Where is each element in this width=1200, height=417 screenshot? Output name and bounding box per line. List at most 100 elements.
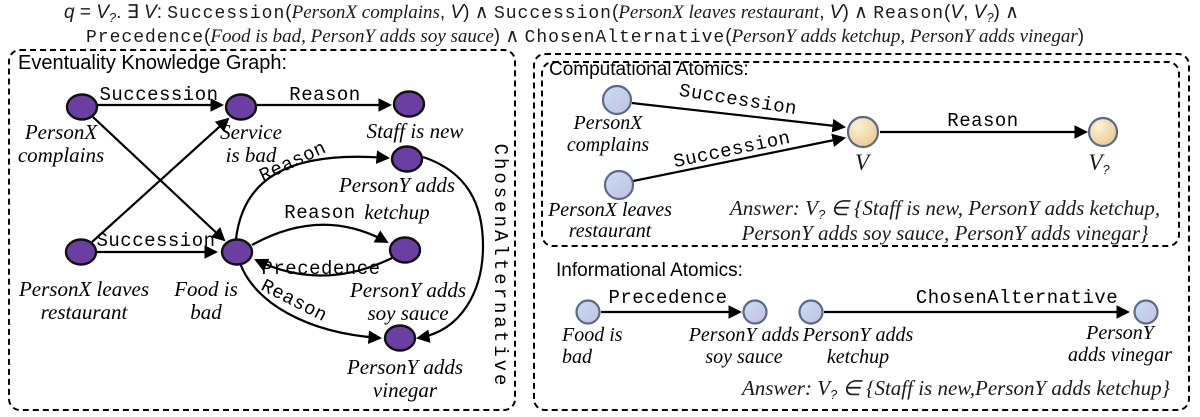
label-line: vinegar [372, 378, 438, 402]
edge-label-reason-top: Reason [289, 84, 361, 106]
informational-answer: Answer: V? ∈ {Staff is new,PersonY adds … [742, 377, 1170, 402]
ekg-title: Eventuality Knowledge Graph: [18, 52, 288, 74]
label-line: PersonY adds [338, 173, 456, 197]
label-line: PersonY [1086, 322, 1154, 344]
query-formula-line1: q = V?. ∃ V: Succession(PersonX complain… [64, 1, 1084, 25]
formula-rel-succession-2: Succession [493, 4, 612, 24]
formula-paren4: ( [204, 26, 211, 47]
formula-wedge-2: ) ∧ [842, 2, 874, 23]
formula-comma2: , [819, 2, 830, 23]
query-formula: q = V?. ∃ V: Succession(PersonX complain… [64, 1, 1084, 48]
formula-v2: V [144, 2, 157, 23]
query-formula-line2: Precedence(Food is bad, PersonY adds soy… [86, 25, 1084, 48]
label-line: PersonX [573, 112, 643, 134]
formula-v-sub: ? [108, 10, 117, 25]
formula-rel-reason: Reason [873, 4, 945, 24]
label-line: PersonY adds [346, 355, 464, 379]
label-line: PersonX leaves [18, 277, 150, 301]
ekg-panel [8, 49, 516, 411]
formula-event-leaves: PersonX leaves restaurant [618, 2, 820, 23]
formula-wedge-3: ) ∧ [993, 2, 1020, 23]
answer-prefix: Answer: V [741, 376, 831, 400]
answer-rest: ∈ {Staff is new, PersonY adds ketchup, [825, 196, 1161, 220]
edge-label-info-chosen: ChosenAlternative [915, 287, 1119, 309]
label-line: soy sauce [367, 301, 449, 325]
formula-paren5: ( [725, 26, 732, 47]
formula-rel-chosenalternative: ChosenAlternative [524, 28, 726, 48]
label-line: restaurant [40, 300, 128, 324]
formula-v6: V [973, 2, 987, 23]
formula-paren: ( [285, 2, 292, 23]
label-line: Food is [562, 324, 623, 346]
label-staff-is-new: Staff is new [366, 119, 464, 143]
label-persony-adds-ketchup: PersonY adds ketchup [339, 172, 455, 226]
formula-q: q [64, 2, 75, 23]
formula-exists: . ∃ [116, 2, 144, 23]
label-line: ketchup [826, 346, 890, 368]
formula-wedge-4: ) ∧ [493, 26, 525, 47]
label-line: restaurant [568, 220, 652, 242]
formula-v5: V [950, 2, 964, 23]
label-v-sub: ? [1102, 162, 1110, 177]
edge-label-info-precedence: Precedence [608, 287, 728, 309]
formula-wedge-1: ) ∧ [463, 2, 494, 23]
informational-title: Informational Atomics: [556, 260, 743, 281]
formula-colon: : [156, 2, 168, 23]
formula-event-ketchup-vinegar: PersonY adds ketchup, PersonY adds vineg… [731, 26, 1078, 47]
edge-label-succession-top: Succession [99, 84, 219, 106]
edge-label-succession-bottom: Succession [96, 230, 216, 252]
label-line: PersonY adds [688, 324, 800, 346]
label-line: Food is [174, 277, 238, 301]
formula-v: V [96, 2, 109, 23]
formula-paren6: ) [1077, 26, 1085, 47]
formula-comma3: , [963, 2, 974, 23]
formula-paren3: ( [944, 2, 951, 23]
answer-sub: ? [817, 207, 826, 222]
formula-v4: V [829, 2, 843, 23]
answer-line2: PersonY adds soy sauce, PersonY adds vin… [741, 221, 1149, 245]
formula-event-food-soy: Food is bad, PersonY adds soy sauce [210, 26, 494, 47]
label-comp-v-query: V? [1088, 150, 1109, 177]
formula-rel-precedence: Precedence [86, 28, 205, 48]
label-line: is bad [225, 143, 277, 167]
formula-v6-sub: ? [986, 10, 994, 25]
label-line: adds vinegar [1068, 344, 1172, 366]
label-line: PersonX [24, 120, 98, 144]
formula-comma: , [439, 2, 451, 23]
edge-label-comp-reason: Reason [947, 110, 1019, 132]
label-line: ketchup [364, 200, 430, 224]
label-line: bad [190, 300, 222, 324]
label-line: PersonX leaves [548, 199, 672, 221]
answer-sub: ? [830, 387, 838, 402]
label-comp-v: V [854, 150, 870, 175]
label-line: Service [220, 120, 282, 144]
computational-answer: Answer: V? ∈ {Staff is new, PersonY adds… [730, 197, 1160, 244]
label-line: bad [562, 346, 592, 368]
answer-rest: ∈ {Staff is new,PersonY adds ketchup} [837, 376, 1171, 400]
computational-panel [541, 61, 1180, 247]
formula-eq: = [74, 2, 97, 23]
label-line: PersonY adds [802, 324, 914, 346]
edge-label-chosen-alternative: ChosenAlternative [489, 143, 511, 389]
computational-title: Computational Atomics: [549, 59, 749, 80]
answer-prefix: Answer: V [729, 196, 818, 220]
label-line: PersonY adds [349, 278, 467, 302]
right-outer-panel [533, 53, 1190, 411]
label-line: complains [566, 134, 650, 156]
formula-paren2: ( [611, 2, 619, 23]
formula-event-complains: PersonX complains [291, 2, 440, 23]
label-line: complains [17, 143, 105, 167]
